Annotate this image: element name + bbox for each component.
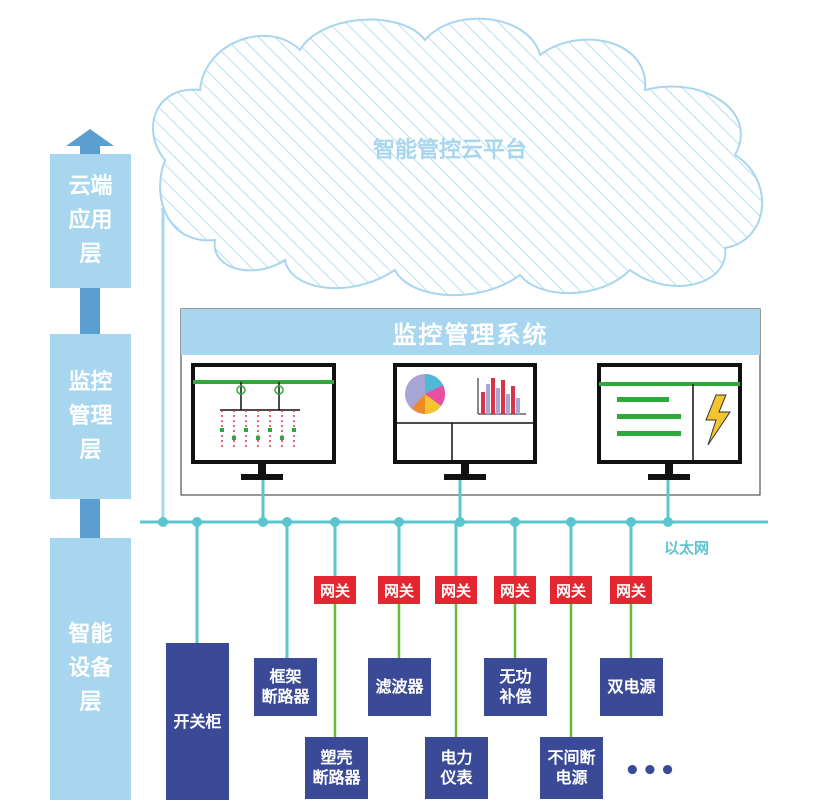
monitor-status [597,363,742,480]
pie-chart-icon [405,373,446,414]
gateway-filter: 网关 [378,576,420,604]
device-filter: 滤波器 [368,658,431,716]
layer-smart-device: 智能设备层 [50,538,131,800]
monitor-single-line [191,363,336,480]
cloud-platform-label: 智能管控云平台 [372,138,527,163]
more-devices-ellipsis: ••• [624,756,677,786]
layer-monitor-mgmt: 监控管理层 [50,334,131,499]
device-dual-power: 双电源 [600,658,663,716]
device-molded-breaker: 塑壳断路器 [305,737,368,799]
cloud-shape [151,17,764,297]
device-power-meter: 电力仪表 [425,737,488,799]
gateway-dual-power: 网关 [610,576,652,604]
bus-junctions [158,517,673,527]
layer-cloud-app: 云端应用层 [50,154,131,288]
gateway-molded-breaker: 网关 [314,576,356,604]
gateway-reactive-comp: 网关 [494,576,536,604]
monitoring-system-title: 监控管理系统 [181,309,760,355]
monitor-charts [393,363,537,480]
gateway-power-meter: 网关 [435,576,477,604]
ethernet-label: 以太网 [664,539,710,557]
device-ups: 不间断电源 [540,737,603,799]
lightning-icon [705,394,731,446]
device-frame-breaker: 框架断路器 [254,658,317,716]
gateway-ups: 网关 [550,576,592,604]
device-switchgear: 开关柜 [166,643,229,800]
bar-chart-icon [477,378,526,415]
device-reactive-comp: 无功补偿 [484,658,547,716]
